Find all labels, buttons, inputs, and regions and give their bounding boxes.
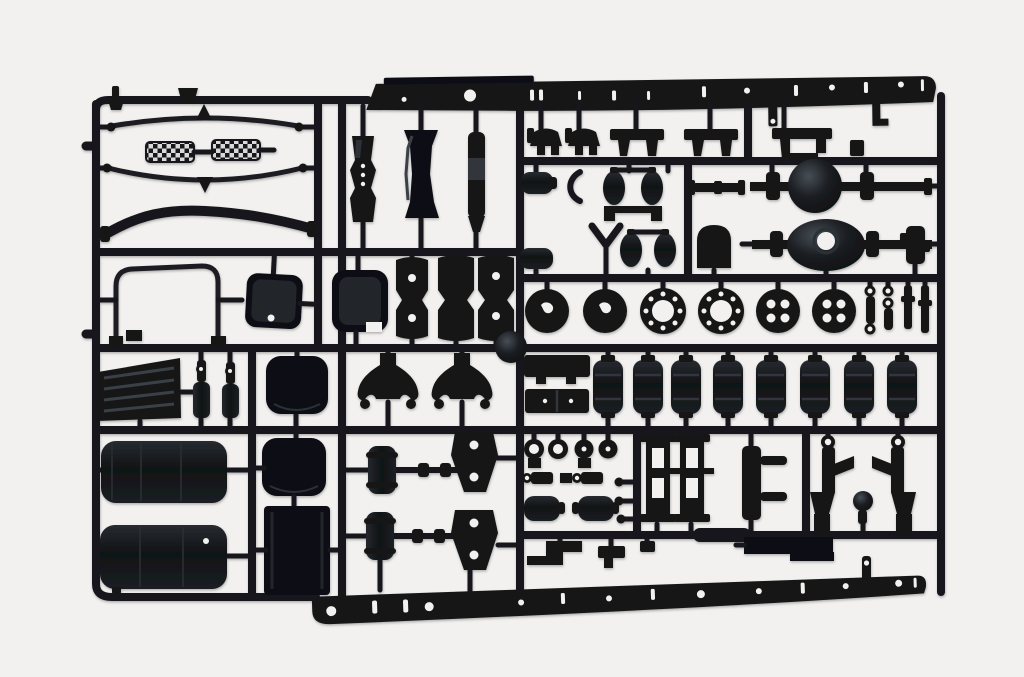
mounting-tables [527, 101, 864, 159]
bell-clip-1 [527, 128, 562, 155]
suspension-bracket-slim [468, 103, 485, 255]
rear-axle-housing-2 [739, 219, 944, 281]
pipe-clamps [522, 472, 603, 484]
rear-axle-housing-1 [750, 158, 944, 213]
mounting-table-2 [684, 129, 738, 156]
air-tank-row [591, 345, 919, 433]
suspension-bracket-panel [404, 103, 439, 255]
drive-shaft [688, 180, 745, 195]
bracket-plates [396, 249, 514, 351]
arch-bracket [697, 225, 731, 268]
mudguard-panel-2 [249, 438, 326, 509]
shock-absorber-2 [222, 345, 239, 433]
brake-chamber-cluster-2 [520, 222, 731, 281]
brake-drum-2 [583, 289, 627, 333]
air-tank-8 [885, 353, 919, 420]
fuel-tank-2 [93, 525, 255, 594]
mirror-housing-2 [332, 249, 388, 351]
hub-cap-dome [495, 331, 527, 363]
frame-ladder-1 [640, 427, 680, 538]
mirror-housing-1 [245, 249, 321, 329]
sprue [81, 75, 945, 625]
ball-joint [853, 491, 873, 538]
leaf-spring-group [93, 86, 321, 242]
bottom-strip [733, 537, 871, 587]
grille-insert-1 [145, 141, 195, 163]
small-canisters [524, 496, 619, 521]
differential-disc-1 [756, 289, 800, 333]
turnbuckle-links [864, 275, 932, 335]
grab-handle-wire [93, 263, 245, 348]
brake-drum-1 [525, 289, 569, 333]
hub-ring-1 [640, 288, 686, 334]
chassis-rail-top [366, 75, 936, 127]
brake-disc-row [525, 275, 856, 334]
roof-panel [249, 506, 345, 595]
battery-trays [524, 355, 590, 413]
axle-bracket-small [900, 226, 930, 281]
air-tank-5 [754, 353, 788, 420]
shock-absorber-1 [193, 345, 210, 433]
mudguard-panel-1 [266, 345, 328, 441]
chassis-rail-bottom [311, 575, 927, 625]
steering-knuckle-right [872, 427, 916, 535]
brake-chamber-cluster-1 [521, 158, 671, 221]
air-tank-6 [798, 353, 832, 420]
wheel-arch-mount-1 [357, 345, 419, 433]
steering-knuckle-left [810, 427, 854, 535]
air-tank-3 [669, 353, 703, 420]
sprue-runner-frame [81, 92, 945, 601]
wheel-arch-mount-2 [431, 345, 493, 433]
stabilizer-bar [101, 205, 318, 239]
air-filter-cluster-2 [339, 510, 523, 595]
mounting-table-1 [610, 129, 664, 156]
mounting-table-3 [772, 128, 832, 159]
differential-disc-2 [812, 289, 856, 333]
air-tank-2 [631, 353, 665, 420]
hub-ring-2 [698, 288, 744, 334]
step-brackets [527, 532, 655, 568]
air-tank-7 [842, 353, 876, 420]
air-tank-1 [591, 353, 625, 420]
peg-bracket [742, 427, 787, 538]
grille-insert-2 [211, 139, 261, 161]
air-filter-cluster-1 [339, 432, 523, 494]
air-tank-4 [711, 353, 745, 420]
suspension-bracket-hourglass [350, 103, 376, 255]
bell-clip-2 [565, 128, 600, 155]
frame-ladder-2 [674, 427, 714, 538]
louvered-panel [97, 358, 202, 433]
fuel-tank-1 [93, 441, 255, 503]
pipe-fittings-cluster [522, 427, 640, 524]
